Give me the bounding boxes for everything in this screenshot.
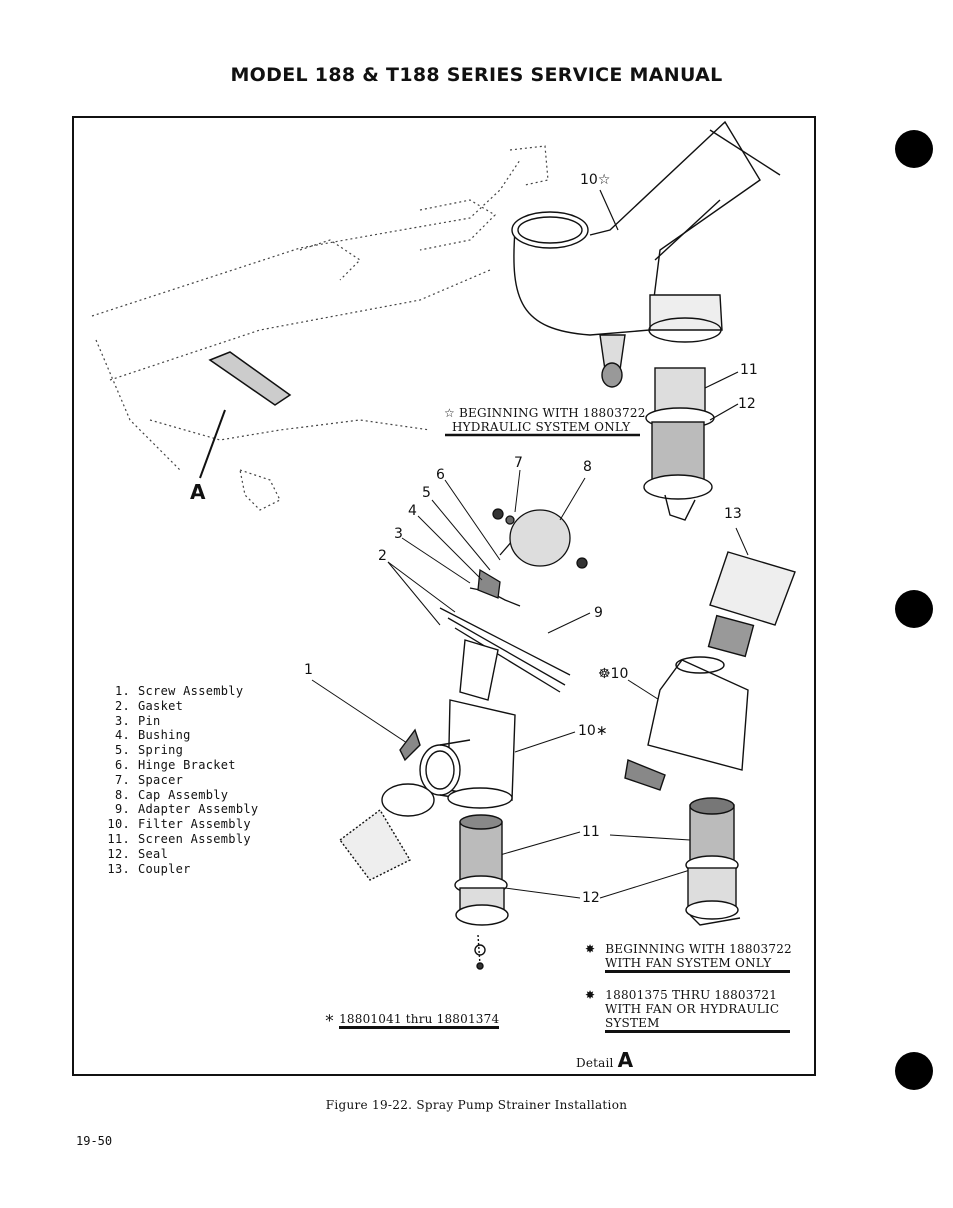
legend-item: 6. Hinge Bracket — [104, 758, 258, 773]
legend-item-label: Spacer — [138, 772, 184, 787]
page-title: MODEL 188 & T188 SERIES SERVICE MANUAL — [230, 64, 723, 86]
legend-item-number: 3. — [114, 713, 130, 728]
spray-bar-small — [208, 351, 292, 406]
punch-hole-bottom — [895, 1052, 933, 1090]
legend-item-label: Filter Assembly — [138, 817, 251, 832]
legend-item-number: 1. — [114, 684, 130, 698]
tee-filter-housing — [339, 639, 516, 881]
callout-a: A — [190, 480, 206, 504]
legend-item: 11. Screen Assembly — [104, 832, 258, 847]
legend-item-label: Cap Assembly — [138, 787, 229, 802]
legend-item-label: Screw Assembly — [138, 684, 244, 698]
legend-item: 3. Pin — [104, 714, 258, 729]
legend-item-number: 7. — [114, 772, 130, 787]
legend-item: 12. Seal — [104, 847, 258, 862]
detail-letter: A — [617, 1048, 634, 1072]
elbow-pipe-hydraulic — [511, 120, 781, 388]
callout-3: 3 — [394, 526, 403, 542]
callout-6: 6 — [436, 467, 445, 483]
legend-item-label: Seal — [138, 846, 169, 861]
note-range-line2: WITH FAN OR HYDRAULIC — [605, 1002, 780, 1016]
legend-item: 7. Spacer — [104, 773, 258, 788]
legend-item-number: 6. — [114, 757, 130, 772]
note-fan-line2: WITH FAN SYSTEM ONLY — [605, 956, 790, 973]
legend-item-number: 12. — [107, 846, 130, 861]
callout-12-upper: 12 — [738, 396, 756, 412]
note-serial: ∗ 18801041 thru 18801374 — [324, 1008, 500, 1029]
legend-item-label: Pin — [138, 713, 161, 728]
legend-item: 13. Coupler — [104, 862, 258, 877]
callout-13: 13 — [724, 506, 742, 522]
note-range-line1: 18801375 THRU 18803721 — [605, 988, 778, 1002]
punch-hole-top — [895, 130, 933, 168]
note-range-line3: SYSTEM — [605, 1016, 790, 1033]
legend-item-number: 2. — [114, 698, 130, 713]
note-hydraulic: ☆ BEGINNING WITH 18803722 HYDRAULIC SYST… — [444, 406, 646, 434]
legend-item-number: 5. — [114, 743, 130, 758]
legend-item: 4. Bushing — [104, 728, 258, 743]
airplane-outline — [91, 145, 549, 511]
legend-item: 5. Spring — [104, 743, 258, 758]
callout-10-ast: 10∗ — [578, 723, 608, 739]
legend-item: 10. Filter Assembly — [104, 817, 258, 832]
legend-item-number: 10. — [107, 817, 130, 832]
note-hydraulic-line1: ☆ BEGINNING WITH 18803722 — [444, 406, 646, 420]
callout-11-upper: 11 — [740, 362, 758, 378]
callout-10-fan: ☸10 — [598, 666, 629, 682]
legend-item-label: Gasket — [138, 698, 184, 713]
callout-2: 2 — [378, 548, 387, 564]
legend-item: 1. Screw Assembly — [104, 684, 258, 699]
note-range-mark: ✸ — [585, 988, 596, 1002]
legend-item-label: Adapter Assembly — [138, 802, 259, 817]
legend-item-number: 11. — [107, 831, 130, 846]
leader-line-a — [199, 409, 226, 479]
legend-item-label: Spring — [138, 743, 184, 758]
legend-item-label: Coupler — [138, 861, 191, 876]
detail-text: Detail — [576, 1056, 614, 1070]
note-fan-system: ✸ BEGINNING WITH 18803722 WITH FAN SYSTE… — [585, 942, 792, 973]
callout-8: 8 — [583, 459, 592, 475]
legend-item-label: Hinge Bracket — [138, 757, 236, 772]
callout-4: 4 — [408, 503, 417, 519]
note-fan-line1: BEGINNING WITH 18803722 — [605, 942, 792, 956]
screen-assembly-upper — [643, 367, 715, 521]
callout-1: 1 — [304, 662, 313, 678]
page-number: 19-50 — [76, 1134, 113, 1148]
callout-10-star: 10☆ — [580, 172, 611, 188]
note-range: ✸ 18801375 THRU 18803721 WITH FAN OR HYD… — [585, 988, 790, 1033]
callout-7: 7 — [514, 455, 523, 471]
punch-hole-middle — [895, 590, 933, 628]
note-serial-range: 18801041 thru 18801374 — [339, 1012, 500, 1029]
figure-frame — [72, 116, 816, 1076]
callout-9: 9 — [594, 605, 603, 621]
legend-item-number: 9. — [114, 802, 130, 817]
legend-item-number: 13. — [107, 861, 130, 876]
screen-assembly-lower — [454, 814, 509, 970]
callout-11-lower: 11 — [582, 824, 600, 840]
legend-item-number: 4. — [114, 728, 130, 743]
note-fan-mark: ✸ — [585, 942, 596, 956]
callout-5: 5 — [422, 485, 431, 501]
detail-label: Detail A — [576, 1048, 633, 1072]
legend-item: 2. Gasket — [104, 699, 258, 714]
spray-boom-assembly — [439, 508, 588, 693]
figure-caption: Figure 19-22. Spray Pump Strainer Instal… — [325, 1098, 628, 1112]
coupler-and-wye-filter — [624, 551, 796, 926]
legend-item: 9. Adapter Assembly — [104, 802, 258, 817]
callout-12-lower: 12 — [582, 890, 600, 906]
note-hydraulic-line2: HYDRAULIC SYSTEM ONLY — [452, 420, 631, 434]
legend-item-label: Screen Assembly — [138, 831, 251, 846]
note-serial-mark: ∗ — [324, 1008, 336, 1027]
legend-item: 8. Cap Assembly — [104, 788, 258, 803]
legend-item-label: Bushing — [138, 728, 191, 743]
legend-item-number: 8. — [114, 787, 130, 802]
